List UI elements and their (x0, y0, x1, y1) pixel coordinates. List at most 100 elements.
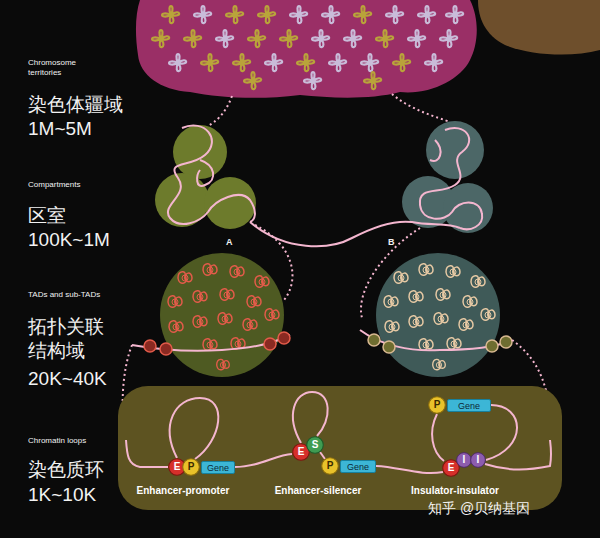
gene-box: Gene (447, 399, 491, 412)
chromatin-clover (364, 72, 381, 89)
compartment-a (204, 177, 256, 229)
compartment-b (426, 121, 484, 179)
chromatin-curl (481, 309, 495, 321)
chromatin-curl (243, 319, 257, 331)
chromatin-clover (244, 72, 261, 89)
chromatin-clover (354, 6, 371, 23)
dot-letter: P (188, 462, 195, 472)
chromatin-clover (408, 30, 425, 47)
sub-tad (278, 332, 290, 344)
chromatin-clover (280, 30, 297, 47)
territory-blob (478, 0, 600, 55)
chromatin-curl (385, 321, 399, 333)
chromatin-clover (440, 30, 457, 47)
chromatin-fiber (250, 222, 460, 247)
chromatin-clover (361, 54, 378, 71)
territory-blob (136, 0, 477, 98)
compartment-letter: A (226, 237, 233, 248)
chromatin-fiber (420, 128, 482, 229)
dot-shape (322, 458, 339, 475)
scale-name: Chromosome territories (28, 58, 98, 78)
tad-domain (160, 253, 284, 377)
chromatin-clover (184, 30, 201, 47)
dot-shape (307, 437, 324, 454)
watermark: 知乎 @贝纳基因 (428, 500, 530, 518)
chromatin-curl (203, 264, 217, 276)
size-range: 1M~5M (28, 117, 92, 141)
gene-box: Gene (201, 461, 235, 474)
dot-shape (471, 453, 486, 468)
promoter-dot: P (182, 458, 200, 476)
chromatin-fiber (235, 454, 292, 467)
chromatin-clover (418, 6, 435, 23)
chromatin-curl (447, 338, 461, 350)
chromatin-fiber (376, 466, 443, 473)
dot-letter: P (434, 400, 441, 410)
chromatin-clover (233, 54, 250, 71)
sub-tad (368, 334, 380, 346)
chromatin-curl (178, 272, 192, 284)
chromatin-curl (409, 316, 423, 328)
chromatin-fiber (168, 125, 255, 224)
chromatin-fiber (320, 452, 325, 459)
tad-chromatin (384, 264, 495, 370)
size-range: 20K~40K (28, 367, 107, 391)
zoom-dotted-line (392, 94, 450, 122)
chromatin-loop (293, 392, 328, 443)
size-range: 100K~1M (28, 228, 110, 252)
loop-panel: Enhancer-promoterEnhancer-silencerInsula… (118, 386, 562, 510)
loop-type-caption: Enhancer-promoter (137, 485, 230, 497)
chromatin-curl (230, 266, 244, 278)
scale-name: TADs and sub-TADs (28, 290, 128, 300)
chromatin-clover (386, 6, 403, 23)
gene-name: Gene (207, 463, 229, 473)
chromatin-curl (394, 272, 408, 284)
chromatin-curl (433, 359, 446, 369)
chromatin-curl (446, 266, 460, 278)
territory-chromatin (152, 6, 463, 89)
chromatin-curl (247, 296, 261, 308)
chromatin-curl (463, 296, 477, 308)
chromatin-fiber (197, 160, 213, 186)
gene-box: Gene (340, 460, 376, 473)
chromatin-fiber (485, 440, 551, 470)
dot-shape (429, 397, 446, 414)
dot-letter: I (463, 455, 466, 465)
chromatin-clover (446, 6, 463, 23)
chromatin-clover (226, 6, 243, 23)
loop-panel-ground (118, 386, 562, 510)
scale-name: Compartments (28, 180, 118, 190)
tad-chromatin (168, 264, 279, 370)
chromatin-curl (419, 339, 433, 351)
chromatin-clover (162, 6, 179, 23)
chromatin-curl (419, 264, 433, 276)
chromatin-clover (194, 6, 211, 23)
chromatin-curl (409, 291, 423, 303)
dot-letter: E (174, 462, 181, 472)
insulator-dot: I (470, 452, 486, 468)
chromatin-clover (425, 54, 442, 71)
chromatin-curl (217, 359, 230, 369)
chromatin-curl (193, 291, 207, 303)
loop-type-caption: Insulator-insulator (411, 485, 499, 497)
compartment-letter: B (388, 237, 395, 248)
chromatin-loop (486, 405, 517, 460)
dot-shape (457, 453, 472, 468)
chromatin-curl (203, 339, 217, 351)
scale-name: Chromatin loops (28, 436, 88, 446)
dot-shape (183, 459, 200, 476)
chromatin-clover (322, 6, 339, 23)
chromatin-clover (393, 54, 410, 71)
chromatin-loop (170, 398, 219, 459)
promoter-dot: P (321, 457, 339, 475)
chromatin-curl (220, 289, 234, 301)
dot-letter: E (448, 463, 455, 473)
zoom-dotted-line (208, 96, 232, 126)
scale-name-zh: 拓扑关联 结构域 (28, 315, 112, 363)
sub-tad (160, 343, 172, 355)
chromatin-curl (255, 276, 269, 288)
dot-letter: I (477, 455, 480, 465)
sub-tad (500, 336, 512, 348)
sub-tad (486, 340, 498, 352)
